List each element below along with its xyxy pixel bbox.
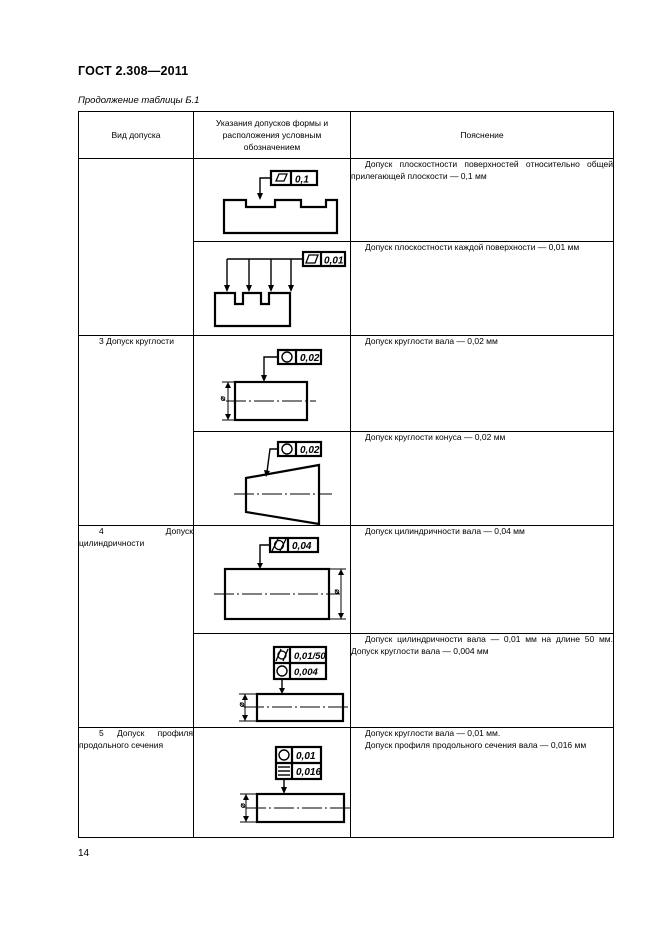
indication-cell: ⌀ 0,04 [193, 525, 351, 634]
diameter-mark: ⌀ [238, 803, 247, 808]
tolerance-value: 0,004 [294, 667, 318, 678]
explanation-cell: Допуск плоскостности поверхностей относи… [350, 158, 614, 242]
indication-cell: 0,1 [193, 158, 351, 242]
table-row: 5 Допуск профиля продольного сечения [78, 727, 614, 838]
explanation-cell: Допуск круглости вала — 0,01 мм. Допуск … [350, 727, 614, 838]
roundness-cone-drawing: 0,02 [234, 440, 332, 525]
tolerance-table: Вид допуска Указания допусков формы и ра… [78, 111, 614, 838]
diameter-mark: ⌀ [218, 396, 227, 401]
kind-cell-cylindricity: 4 Допуск цилиндричности [78, 525, 194, 728]
kind-cell-empty [78, 158, 194, 336]
flatness-drawing-1: 0,1 [222, 169, 339, 235]
profile-longitudinal-icon [278, 766, 290, 776]
explanation-text: Допуск круглости конуса — 0,02 мм [365, 432, 506, 442]
circularity-icon [276, 665, 288, 677]
indication-cell: 0,01 [193, 241, 351, 336]
indication-cell: ⌀ 0,01/50 0,004 [193, 633, 351, 728]
explanation-text: Допуск круглости вала — 0,02 мм [365, 336, 498, 346]
flatness-drawing-2: 0,01 [213, 250, 347, 328]
tolerance-value: 0,01 [296, 751, 316, 762]
tolerance-value: 0,02 [300, 353, 320, 364]
kind-label: 5 Допуск профиля продольного сечения [79, 728, 193, 750]
roundness-shaft-drawing: ⌀ 0,02 [218, 348, 323, 422]
table-header-row: Вид допуска Указания допусков формы и ра… [78, 111, 614, 159]
explanation-text: Допуск цилиндричности вала — 0,01 мм на … [351, 634, 613, 656]
table-row: 0,02 Допуск круглости конуса — 0,02 мм [79, 431, 614, 526]
explanation-cell: Допуск круглости конуса — 0,02 мм [350, 431, 614, 526]
header-kind: Вид допуска [78, 111, 194, 159]
table-continuation-caption: Продолжение таблицы Б.1 [78, 95, 200, 106]
explanation-cell: Допуск плоскостности каждой поверхности … [350, 241, 614, 336]
flatness-icon [305, 254, 319, 264]
explanation-cell: Допуск цилиндричности вала — 0,01 мм на … [350, 633, 614, 728]
table-row: ⌀ 0,01/50 0,004 Допуск цилиндричности ва… [79, 633, 614, 728]
table-row: 0,1 Допуск плоскостности поверхностей от… [78, 158, 614, 336]
explanation-text: Допуск плоскостности поверхностей относи… [351, 159, 613, 181]
explanation-cell: Допуск цилиндричности вала — 0,04 мм [350, 525, 614, 634]
tolerance-value: 0,1 [295, 175, 309, 186]
cylindricity-icon [271, 538, 287, 552]
explanation-text: Допуск круглости вала — 0,01 мм. [365, 728, 501, 738]
profile-drawing: ⌀ 0,01 0,016 [238, 745, 351, 824]
diameter-mark: ⌀ [332, 589, 341, 594]
tolerance-value: 0,04 [292, 541, 312, 552]
explanation-cell: Допуск круглости вала — 0,02 мм [350, 335, 614, 432]
flatness-icon [275, 173, 288, 182]
document-standard: ГОСТ 2.308—2011 [78, 64, 189, 78]
tolerance-value: 0,016 [296, 767, 321, 778]
cylindricity-drawing-1: ⌀ 0,04 [214, 536, 346, 621]
table-row: 0,01 Допуск плоскостности каждой поверхн… [79, 241, 614, 336]
indication-cell: ⌀ 0,02 [193, 335, 351, 432]
header-indication: Указания допусков формы и расположения у… [193, 111, 351, 159]
kind-cell-roundness: 3 Допуск круглости [78, 335, 194, 526]
indication-cell: 0,02 [193, 431, 351, 526]
tolerance-value: 0,01 [324, 256, 344, 267]
kind-cell-profile: 5 Допуск профиля продольного сечения [78, 727, 194, 838]
kind-label: 4 Допуск цилиндричности [79, 526, 193, 548]
header-explanation: Пояснение [350, 111, 614, 159]
explanation-text: Допуск плоскостности каждой поверхности … [365, 242, 580, 252]
circularity-icon [278, 749, 290, 761]
explanation-text: Допуск цилиндричности вала — 0,04 мм [365, 526, 525, 536]
page-number: 14 [78, 848, 90, 859]
table-row: 3 Допуск круглости [78, 335, 614, 526]
explanation-text: Допуск профиля продольного сечения вала … [365, 739, 587, 750]
kind-label: 3 Допуск круглости [99, 336, 174, 346]
indication-cell: ⌀ 0,01 0,016 [193, 727, 351, 838]
diameter-mark: ⌀ [237, 702, 246, 707]
tolerance-value: 0,01/50 [294, 651, 326, 662]
cylindricity-icon [275, 648, 289, 662]
cylindricity-drawing-2: ⌀ 0,01/50 0,004 [237, 645, 351, 723]
tolerance-value: 0,02 [300, 445, 320, 456]
table-row: 4 Допуск цилиндричности [78, 525, 614, 728]
